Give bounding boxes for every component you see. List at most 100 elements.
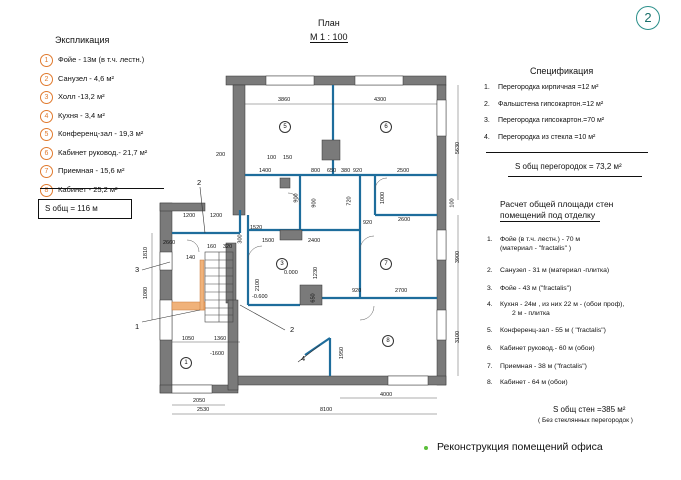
dim-650: 650 — [327, 168, 337, 174]
room-number-1: 1 — [180, 357, 192, 369]
dim-100b: 100 — [449, 198, 456, 208]
dim-300: 300 — [237, 234, 244, 244]
dim-1400: 1400 — [259, 168, 272, 174]
calc-item: Фойе (в т.ч. лестн.) - 70 м — [500, 236, 581, 243]
dim-2400: 2400 — [308, 238, 321, 244]
calc-number: 5. — [487, 327, 493, 334]
outer-walls — [159, 75, 447, 394]
explication-total: S общ = 116 м — [45, 204, 98, 213]
callout-1: 1 — [135, 322, 140, 331]
explication-item: Кухня - 3,4 м² — [58, 110, 105, 120]
dim-160: 160 — [207, 244, 217, 250]
explication-item: Конференц-зал - 19,3 м² — [58, 129, 144, 138]
explication-item: Приемная - 15,6 м² — [58, 166, 125, 175]
explication-heading: Экспликация — [55, 35, 110, 45]
dim-2660: 2660 — [163, 240, 176, 246]
dim-2530: 2530 — [197, 407, 210, 413]
door-arcs — [186, 177, 388, 321]
explication-number-5: 5 — [40, 128, 53, 141]
plan-scale: М 1 : 100 — [310, 32, 348, 43]
calc-number: 8. — [487, 379, 493, 386]
calc-item: Кабинет руковод.- 60 м (обои) — [500, 345, 595, 352]
specification-total: S общ перегородок = 73,2 м² — [515, 162, 622, 171]
calc-item: Санузел - 31 м (материал -плитка) — [500, 267, 610, 274]
dim-4000: 4000 — [380, 392, 393, 398]
explication-item: Санузел - 4,6 м² — [58, 73, 115, 83]
specification-number: 1. — [484, 84, 490, 91]
specification-item: Фальшстена гипсокартон.=12 м² — [498, 100, 604, 108]
calc-item: Приемная - 38 м ("fractalis") — [500, 363, 587, 370]
specification-number: 2. — [484, 100, 490, 108]
specification-number: 4. — [484, 133, 490, 141]
explication-total-box: S общ = 116 м — [38, 199, 132, 219]
dim-380: 380 — [341, 168, 351, 174]
calc-item: Кабинет - 64 м (обои) — [500, 379, 568, 386]
dim-1000: 1000 — [380, 191, 387, 205]
dim-800: 800 — [311, 168, 321, 174]
explication-item: Кабинет руковод.- 21,7 м² — [58, 147, 148, 157]
dim-minus-1600: -1600 — [210, 351, 225, 357]
dim-150: 150 — [283, 155, 293, 161]
dim-0.000: 0.000 — [284, 270, 298, 276]
callout-leaders — [141, 186, 321, 363]
calc-item-sub: (материал - "fractalis" ) — [500, 245, 572, 252]
dim-1500: 1500 — [262, 238, 275, 244]
room-number-5: 5 — [279, 121, 291, 133]
explication-number-6: 6 — [40, 146, 53, 160]
page-number: 2 — [644, 10, 652, 25]
callout-2-bottom: 2 — [290, 325, 295, 334]
calc-number: 3. — [487, 285, 493, 292]
page-number-badge: 2 — [636, 6, 660, 30]
specification-item: Перегородка гипсокартон.=70 м² — [498, 117, 605, 124]
dim-900b: 900 — [311, 198, 318, 208]
dim-920a: 920 — [353, 168, 363, 174]
stair — [204, 251, 234, 323]
calc-heading-2: помещений под отделку — [500, 210, 596, 220]
dim-3900: 3900 — [455, 250, 462, 264]
dim-1230: 1230 — [313, 266, 320, 280]
column-blocks — [279, 139, 341, 306]
dim-1200a: 1200 — [183, 213, 196, 219]
specification-heading: Спецификация — [530, 66, 594, 76]
explication-separator — [40, 188, 164, 189]
specification-item: Перегородка из стекла =10 м² — [498, 133, 596, 141]
explication-number-4: 4 — [40, 109, 53, 123]
dim-8100: 8100 — [320, 407, 333, 413]
dim-4300: 4300 — [374, 97, 387, 103]
specification-separator — [486, 152, 648, 153]
dim-320: 320 — [223, 244, 233, 250]
callout-3: 3 — [135, 265, 140, 274]
dim-920c: 920 — [352, 288, 362, 294]
dim-900a: 900 — [293, 193, 300, 203]
dim-1950: 1950 — [339, 346, 346, 360]
explication-item: Холл -13,2 м² — [58, 92, 105, 101]
callout-4: 4 — [301, 354, 306, 363]
room-number-3: 3 — [276, 258, 288, 270]
dim-920b: 920 — [363, 220, 373, 226]
partitions — [172, 85, 437, 376]
calc-note: ( Без стеклянных перегородок ) — [538, 417, 633, 424]
dim-3100: 3100 — [455, 330, 462, 344]
explication-number-3: 3 — [40, 91, 53, 104]
explication-number-8: 8 — [40, 183, 53, 197]
dim-100a: 100 — [267, 155, 277, 161]
dim-140: 140 — [186, 255, 196, 261]
calc-number: 6. — [487, 345, 493, 352]
room-number-8: 8 — [382, 335, 394, 347]
calc-item: Фойе - 43 м ("fractalis") — [500, 285, 572, 292]
dim-650b: 650 — [310, 293, 317, 303]
specification-total-underline — [508, 176, 642, 177]
explication-number-2: 2 — [40, 72, 53, 86]
dim-5630: 5630 — [455, 141, 462, 155]
plan-title: План — [318, 18, 340, 28]
dim-2100: 2100 — [255, 278, 262, 292]
calc-item-sub: 2 м - плитка — [512, 310, 550, 317]
calc-item: Конференц-зал - 55 м ( "fractalis") — [500, 327, 606, 334]
dim-minus-0.600: -0.600 — [252, 294, 268, 300]
callout-2-top: 2 — [197, 178, 202, 187]
dim-2700: 2700 — [395, 288, 408, 294]
dim-1520: 1520 — [250, 225, 263, 231]
dim-720: 720 — [346, 196, 353, 206]
dim-1080: 1080 — [143, 286, 150, 300]
